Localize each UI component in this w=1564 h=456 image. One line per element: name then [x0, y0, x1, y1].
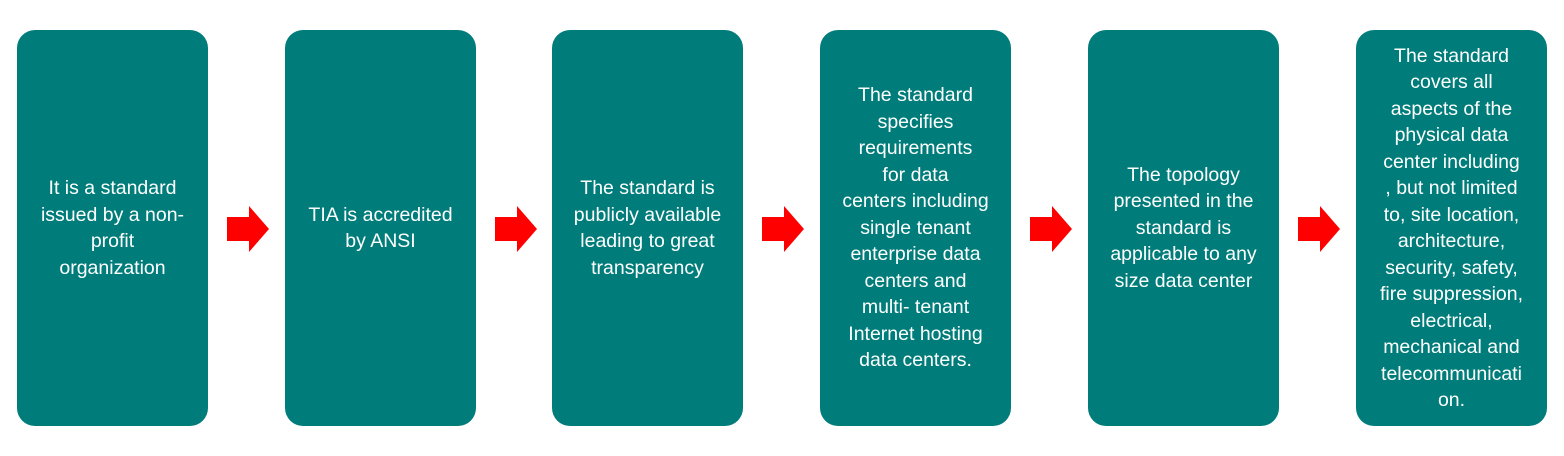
step-text-4: The standard specifies requirements for …	[842, 84, 989, 372]
step-box-4: The standard specifies requirements for …	[820, 30, 1011, 426]
right-arrow-icon	[1030, 206, 1072, 252]
step-box-2: TIA is accredited by ANSI	[285, 30, 476, 426]
step-text-3: The standard is publicly available leadi…	[573, 177, 722, 279]
step-box-5: The topology presented in the standard i…	[1088, 30, 1279, 426]
right-arrow-icon	[495, 206, 537, 252]
step-box-6: The standard covers all aspects of the p…	[1356, 30, 1547, 426]
step-text-6: The standard covers all aspects of the p…	[1379, 44, 1524, 412]
step-box-3: The standard is publicly available leadi…	[552, 30, 743, 426]
step-box-1: It is a standard issued by a non- profit…	[17, 30, 208, 426]
step-text-2: TIA is accredited by ANSI	[308, 203, 453, 253]
step-text-1: It is a standard issued by a non- profit…	[40, 177, 185, 279]
right-arrow-icon	[762, 206, 804, 252]
right-arrow-icon	[1298, 206, 1340, 252]
step-text-5: The topology presented in the standard i…	[1110, 163, 1257, 292]
right-arrow-icon	[227, 206, 269, 252]
